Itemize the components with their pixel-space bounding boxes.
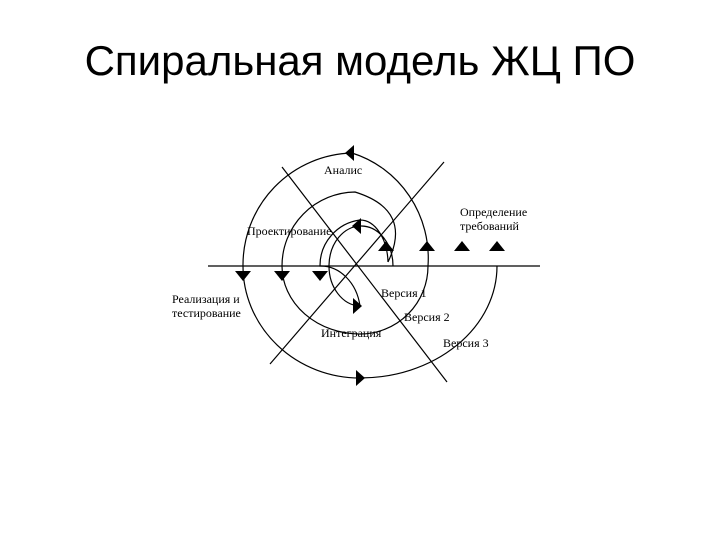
arrow-top-inner (352, 218, 361, 234)
arrow-up-2 (419, 241, 435, 251)
arrow-up-3 (454, 241, 470, 251)
slide-title: Спиральная модель ЖЦ ПО (84, 37, 636, 84)
label-analysis: Аналис (324, 163, 363, 177)
arrow-up-4 (489, 241, 505, 251)
arrow-bottom-outer (356, 370, 365, 386)
arrow-down-1 (235, 271, 251, 281)
label-version2: Версия 2 (404, 310, 450, 324)
arrow-top-outer (345, 145, 354, 161)
label-design: Проектирование (247, 224, 332, 238)
arrow-down-2 (274, 271, 290, 281)
arrow-down-3 (312, 271, 328, 281)
label-version3: Версия 3 (443, 336, 489, 350)
spiral-outer (242, 152, 498, 379)
arrow-bottom-inner (353, 298, 362, 314)
label-version1: Версия 1 (381, 286, 427, 300)
label-requirements-line2: требований (460, 219, 519, 233)
arrow-up-1 (378, 241, 394, 251)
label-requirements-line1: Определение (460, 205, 528, 219)
diagonal-axis-2 (269, 161, 445, 365)
label-integration: Интеграция (321, 326, 382, 340)
label-implementation-line1: Реализация и (172, 292, 240, 306)
label-implementation-line2: тестирование (172, 306, 241, 320)
diagonal-axis-1 (281, 166, 448, 383)
